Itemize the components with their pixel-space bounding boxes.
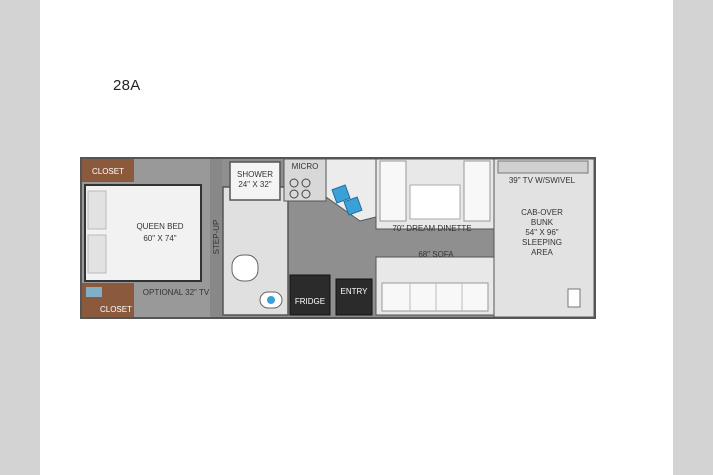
entry-label: ENTRY [341, 287, 369, 296]
cab-bunk-label-4: SLEEPING [522, 238, 562, 247]
fridge [289, 274, 331, 316]
cab-bunk-label-3: 54" X 96" [525, 228, 558, 237]
cab-seat-control [567, 288, 581, 308]
queen-bed-label: QUEEN BED [136, 222, 183, 231]
fridge-label: FRIDGE [295, 297, 325, 306]
shower [229, 161, 281, 201]
bed-pillow-right [87, 234, 107, 274]
model-name: 28A [113, 77, 141, 94]
cab-bunk-label-1: CAB-OVER [521, 208, 563, 217]
closet-top [82, 159, 134, 182]
dinette-table [409, 184, 461, 220]
entry[interactable] [335, 278, 373, 316]
closet-top-label: CLOSET [92, 167, 124, 176]
kitchen-counter [325, 158, 377, 222]
optional-tv-label: OPTIONAL 32" TV [143, 288, 210, 297]
dinette-label: 70" DREAM DINETTE [392, 224, 471, 233]
dinette-seat-left [379, 160, 407, 222]
cooktop-burner [301, 189, 311, 199]
bath-sink-basin [267, 296, 275, 304]
micro-label: MICRO [292, 162, 319, 171]
kitchen-sink-left [331, 184, 351, 204]
cab-bunk-label-5: AREA [531, 248, 553, 257]
shower-size: 24" X 32" [238, 180, 271, 189]
closet-bottom-label: CLOSET [100, 305, 132, 314]
floor-plan-drawing: CLOSET CLOSET QUEEN BED 60" X 74" OPTION… [80, 157, 596, 319]
step-up-label: STEP-UP [212, 220, 221, 255]
right-margin-bar [673, 0, 713, 475]
tv-swivel-label: 39" TV W/SWIVEL [509, 176, 576, 185]
queen-bed-size: 60" X 74" [143, 234, 176, 243]
sofa-label: 68" SOFA [418, 250, 454, 259]
floor-plan: CLOSET CLOSET QUEEN BED 60" X 74" OPTION… [80, 157, 596, 319]
cooktop-burner [289, 189, 299, 199]
cab-bunk-label-2: BUNK [531, 218, 554, 227]
shower-label: SHOWER [237, 170, 273, 179]
sofa-cushions [381, 282, 489, 312]
cooktop-burner [301, 178, 311, 188]
toilet [231, 254, 259, 282]
dinette-seat-right [463, 160, 491, 222]
step-up [210, 159, 222, 317]
kitchen-sink-right [343, 196, 363, 216]
closet-shelf-items [86, 287, 102, 297]
cooktop-burner [289, 178, 299, 188]
left-margin-bar [0, 0, 40, 475]
bed-pillow-left [87, 190, 107, 230]
tv-swivel-unit [497, 160, 589, 174]
